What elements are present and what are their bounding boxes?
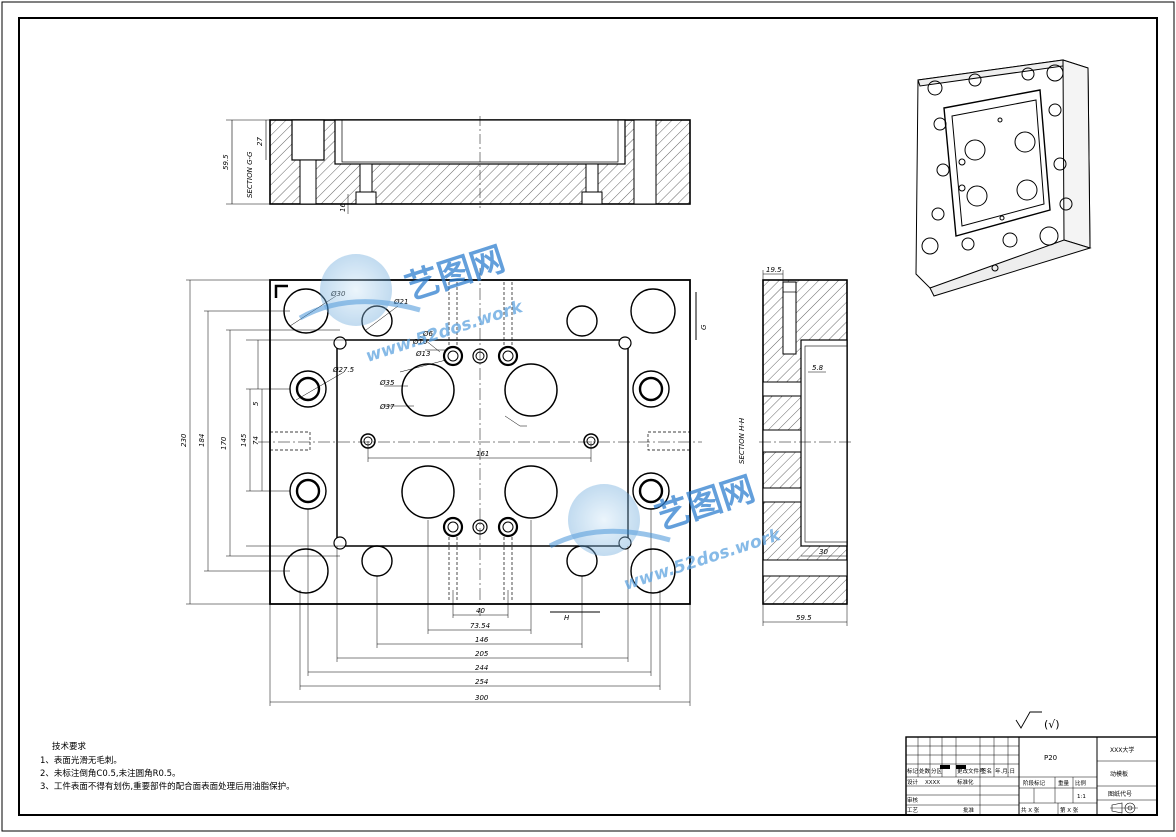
tb-material: P20 — [1044, 754, 1057, 762]
title-block — [905, 736, 1158, 816]
tb-count: 处数 — [919, 767, 931, 775]
dim-230: 230 — [180, 433, 188, 447]
tb-ratio: 比例 — [1075, 779, 1087, 787]
dim-dia13: Ø13 — [415, 350, 430, 358]
section-gg-label: SECTION G-G — [246, 151, 254, 198]
tb-craft: 工艺 — [907, 807, 919, 814]
tb-zone: 分区 — [931, 767, 943, 775]
roughness-symbol: (√) — [1015, 711, 1060, 731]
section-gg-view: 59.5 27 16 SECTION G-G — [222, 116, 691, 214]
tb-sign: 签名 — [981, 767, 992, 775]
tech-note-3: 3、工件表面不得有划伤,重要部件的配合面表面处理后用油脂保护。 — [40, 782, 295, 792]
dim-top-height: 59.5 — [222, 154, 230, 170]
tb-design: 设计 — [907, 778, 919, 786]
tb-weight: 重量 — [1058, 779, 1070, 787]
tech-note-1: 1、表面光滑无毛刺。 — [40, 756, 122, 766]
dim-254: 254 — [475, 678, 488, 686]
dim-side-19-5: 19.5 — [766, 266, 782, 274]
dim-145: 145 — [240, 433, 248, 447]
dim-146: 146 — [475, 636, 489, 644]
tb-scale: 1:1 — [1077, 794, 1086, 800]
dim-73-54: 73.54 — [470, 622, 490, 630]
inner-border — [18, 17, 1158, 816]
tb-approve: 批准 — [963, 806, 975, 814]
dim-205: 205 — [475, 650, 489, 658]
tb-date: 年.月.日 — [995, 767, 1015, 775]
dim-dia21: Ø21 — [393, 298, 408, 306]
dim-184: 184 — [198, 434, 206, 447]
dim-244: 244 — [475, 664, 488, 672]
tb-school: XXX大学 — [1110, 746, 1134, 754]
tb-sheet-no: 第 X 张 — [1060, 806, 1079, 814]
tb-sheets-total: 共 X 张 — [1021, 806, 1040, 814]
tb-mark: 标记 — [907, 767, 919, 775]
tech-notes-title: 技术要求 — [52, 742, 87, 752]
dim-74: 74 — [252, 436, 260, 445]
dim-top-upper: 27 — [256, 137, 264, 146]
isometric-view — [915, 59, 1092, 297]
dim-dia37: Ø37 — [379, 403, 395, 411]
cut-g-label: G — [700, 324, 708, 330]
dim-top-small: 16 — [339, 203, 347, 212]
tb-drawing-no: 图纸代号 — [1108, 790, 1132, 798]
dim-300: 300 — [475, 694, 489, 702]
tech-note-2: 2、未标注倒角C0.5,未注圆角R0.5。 — [40, 769, 181, 779]
dim-170: 170 — [220, 436, 228, 450]
tb-stage-mark: 阶段标记 — [1023, 779, 1046, 787]
dim-161: 161 — [476, 450, 489, 458]
dim-dia35: Ø35 — [379, 379, 395, 387]
tb-doc-no: 更改文件号 — [957, 767, 985, 775]
tb-designer: XXXX — [925, 780, 940, 786]
dim-side-30: 30 — [819, 548, 828, 556]
dim-40: 40 — [476, 607, 485, 615]
dim-5: 5 — [252, 401, 260, 406]
tb-check: 审核 — [907, 796, 919, 804]
dim-dia27-5: Ø27.5 — [332, 366, 355, 374]
section-hh-label: SECTION H-H — [738, 417, 746, 464]
dim-side-59-5: 59.5 — [796, 614, 812, 622]
dim-dia10: Ø10 — [412, 338, 428, 346]
tb-std: 标准化 — [957, 778, 974, 786]
dim-dia6: Ø6 — [422, 330, 434, 338]
tb-part-name: 动模板 — [1110, 770, 1128, 778]
cut-h-label: H — [564, 614, 570, 622]
roughness-text: (√) — [1044, 718, 1060, 731]
section-hh-view: 19.5 5.8 30 59.5 SECTION H-H — [738, 266, 851, 626]
title-block-text: 标记 处数 分区 更改文件号 签名 年.月.日 设计 XXXX 标准化 审核 工… — [907, 746, 1134, 814]
dim-side-5-8: 5.8 — [812, 364, 824, 372]
